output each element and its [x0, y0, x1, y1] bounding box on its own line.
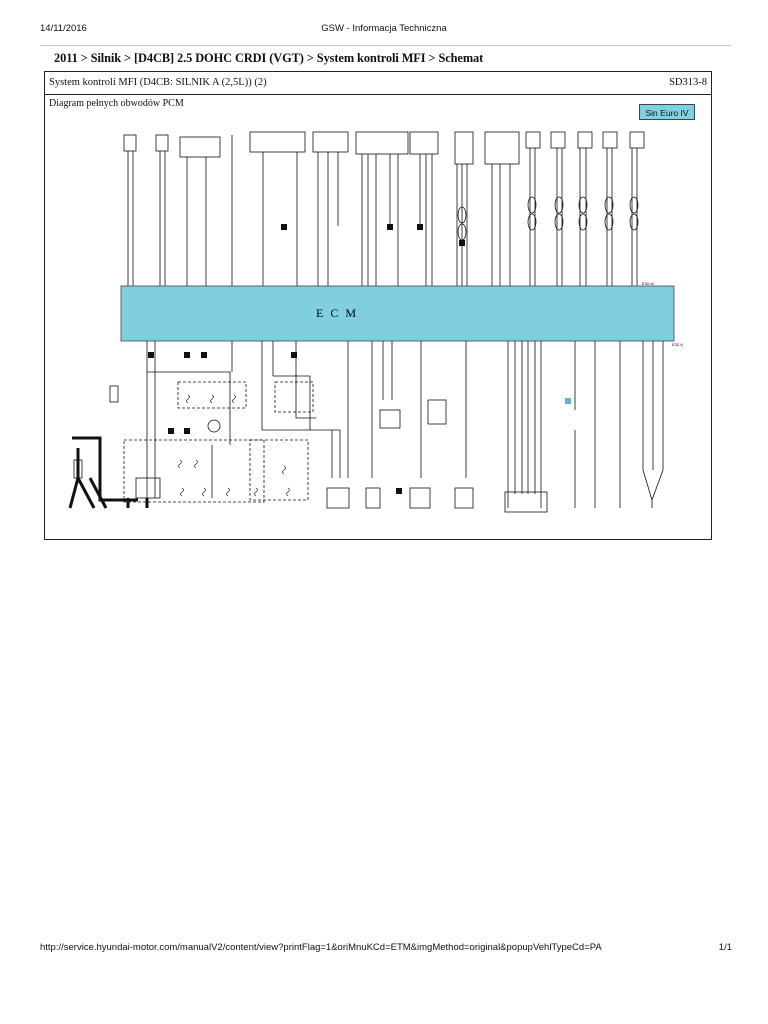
print-date: 14/11/2016	[40, 23, 87, 34]
fuse-box	[73, 459, 83, 479]
breadcrumb[interactable]: 2011 > Silnik > [D4CB] 2.5 DOHC CRDI (VG…	[54, 51, 484, 65]
component-box	[123, 134, 137, 152]
schematic-header: System kontroli MFI (D4CB: SILNIK A (2,5…	[45, 72, 711, 95]
injector-box	[550, 131, 566, 149]
ecm-label: E C M	[316, 306, 358, 320]
component-box	[409, 487, 431, 509]
component-box	[365, 487, 381, 509]
component-box	[484, 131, 520, 165]
component-box	[155, 134, 169, 152]
component-box	[326, 487, 350, 509]
ecm-block	[120, 285, 675, 342]
twisted-pair-marks	[457, 196, 639, 241]
component-box	[454, 131, 474, 165]
diagram-code: SD313-8	[669, 77, 707, 88]
diagram-title: Diagram pełnych obwodów PCM	[49, 98, 184, 109]
injector-box	[602, 131, 618, 149]
injector-box	[629, 131, 645, 149]
component-box	[504, 491, 548, 513]
component-box	[179, 136, 221, 158]
header-divider	[40, 45, 732, 46]
component-box	[355, 131, 409, 155]
schematic-frame: System kontroli MFI (D4CB: SILNIK A (2,5…	[44, 71, 712, 540]
sensor-box	[427, 399, 447, 425]
footer-page-number: 1/1	[718, 942, 732, 953]
print-page-title: GSW - Informacja Techniczna	[321, 23, 447, 34]
resistor-symbols	[178, 394, 290, 497]
injector-box	[525, 131, 541, 149]
component-box	[409, 131, 439, 155]
relay-box	[379, 409, 401, 429]
bottom-wires	[146, 341, 664, 508]
component-box	[312, 131, 349, 153]
dashed-modules	[123, 381, 314, 503]
ecm-connector-top: E32-M	[642, 281, 654, 286]
ecm-connector-bottom: E32-K	[672, 342, 683, 347]
top-wires	[127, 135, 638, 286]
system-title: System kontroli MFI (D4CB: SILNIK A (2,5…	[49, 77, 267, 88]
component-box	[109, 385, 119, 403]
injector-box	[577, 131, 593, 149]
motor-symbol	[207, 419, 221, 433]
ground-bus	[68, 436, 149, 509]
component-box	[454, 487, 474, 509]
component-box	[135, 477, 161, 499]
component-box	[249, 131, 306, 153]
variant-badge: Sin Euro IV	[639, 104, 695, 120]
footer-url[interactable]: http://service.hyundai-motor.com/manualV…	[40, 942, 602, 953]
